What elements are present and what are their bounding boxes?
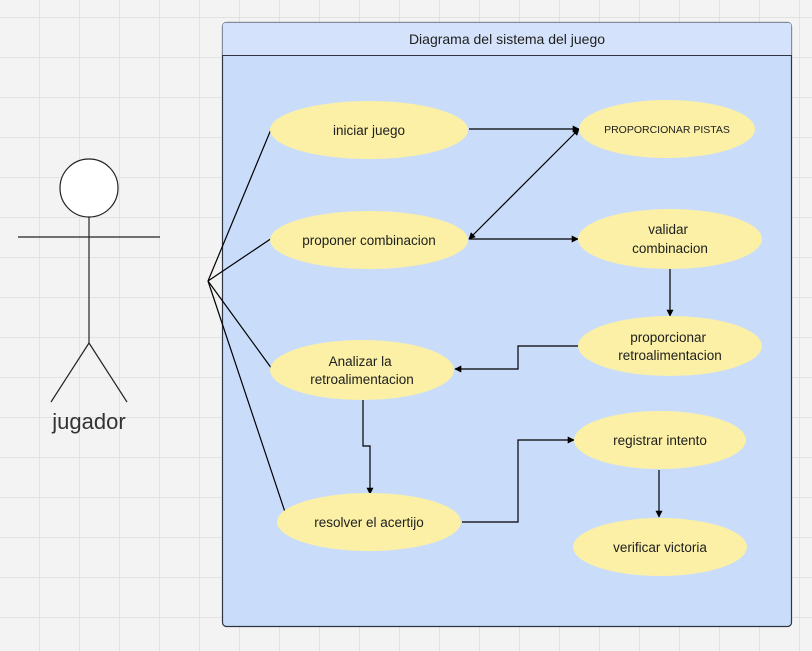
use-case-proporcionar-retroalimentacion[interactable]: proporcionar retroalimentacion — [578, 316, 762, 376]
system-header — [222, 22, 792, 56]
use-case-shape — [578, 316, 762, 376]
use-case-shape — [573, 518, 747, 576]
use-case-shape — [270, 101, 468, 159]
use-case-analizar-retroalimentacion[interactable]: Analizar la retroalimentacion — [270, 340, 454, 400]
use-case-resolver-acertijo[interactable]: resolver el acertijo — [277, 493, 461, 551]
use-case-label: resolver el acertijo — [314, 515, 424, 530]
system-title: Diagrama del sistema del juego — [409, 31, 605, 47]
actor-left-leg — [50, 342, 90, 403]
actor-name: jugador — [51, 409, 125, 434]
use-case-registrar-intento[interactable]: registrar intento — [574, 411, 746, 469]
assoc-proponer — [207, 237, 273, 282]
actor-jugador[interactable]: jugador — [18, 158, 160, 434]
connectors — [362, 125, 674, 523]
arrow-resolver-registrar — [462, 436, 575, 523]
use-case-shape — [579, 100, 755, 158]
use-case-label: validar combinacion — [632, 222, 708, 256]
use-case-shape — [578, 209, 762, 269]
use-case-shape — [574, 411, 746, 469]
use-case-validar-combinacion[interactable]: validar combinacion — [578, 209, 762, 269]
use-case-label: proporcionar retroalimentacion — [618, 330, 722, 363]
use-case-label: proponer combinacion — [302, 233, 436, 248]
use-case-label: PROPORCIONAR PISTAS — [604, 124, 730, 136]
use-case-label: verificar victoria — [613, 540, 707, 555]
arrow-pistas-proponer — [468, 128, 580, 240]
actor-head — [59, 158, 119, 218]
use-case-shape — [277, 493, 461, 551]
actor-associations — [207, 126, 286, 513]
use-case-label: registrar intento — [613, 433, 707, 448]
use-case-proponer-combinacion[interactable]: proponer combinacion — [270, 211, 468, 269]
use-case-iniciar-juego[interactable]: iniciar juego — [270, 101, 468, 159]
use-case-label: iniciar juego — [333, 123, 405, 138]
use-case-proporcionar-pistas[interactable]: PROPORCIONAR PISTAS — [579, 100, 755, 158]
use-case-shape — [270, 340, 454, 400]
use-case-verificar-victoria[interactable]: verificar victoria — [573, 518, 747, 576]
system-boundary[interactable]: Diagrama del sistema del juego — [221, 21, 793, 628]
use-case-shape — [270, 211, 468, 269]
arrow-retro-analizar — [454, 345, 579, 373]
assoc-analizar — [207, 280, 273, 370]
actor-right-leg — [88, 342, 128, 403]
assoc-iniciar — [207, 126, 273, 282]
arrow-analizar-resolver — [362, 400, 374, 495]
use-case-label: Analizar la retroalimentacion — [310, 354, 414, 387]
assoc-resolver — [207, 280, 286, 513]
